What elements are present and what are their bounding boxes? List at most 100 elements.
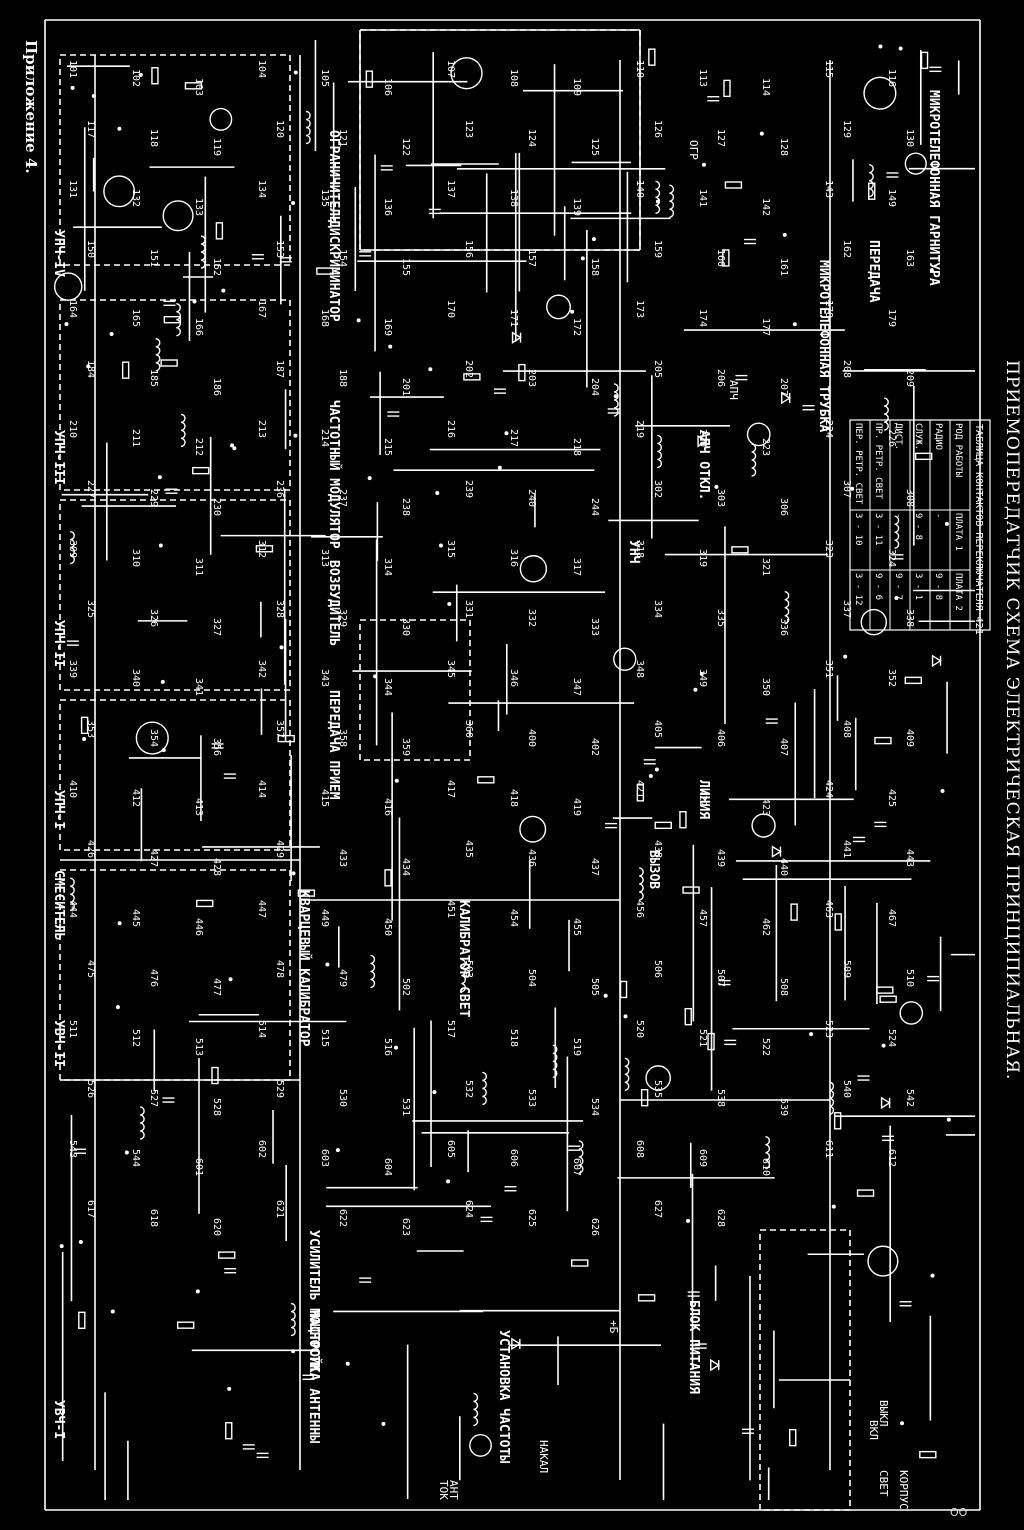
component-ref: 122 <box>400 138 411 156</box>
inductor-coil <box>657 434 662 469</box>
resistor <box>211 1066 219 1085</box>
resistor <box>176 1321 195 1329</box>
block-label-upch2: УПЧ-II <box>51 620 66 667</box>
block-label-upch1: УПЧ-I <box>51 790 66 829</box>
component-ref: 543 <box>67 1140 78 1158</box>
junction-dot <box>115 1005 120 1010</box>
component-ref: 476 <box>148 969 159 987</box>
component-ref: 503 <box>463 960 474 978</box>
junction-dot <box>82 737 87 742</box>
component-ref: 318 <box>634 540 645 558</box>
component-ref: 337 <box>841 600 852 618</box>
label-nakal: НАКАЛ <box>537 1440 550 1473</box>
stage-boundary <box>59 869 291 1081</box>
component-ref: 166 <box>193 318 204 336</box>
component-ref: 340 <box>130 669 141 687</box>
component-ref: 339 <box>67 660 78 678</box>
component-ref: 360 <box>463 720 474 738</box>
resistor <box>78 1311 86 1330</box>
junction-dot <box>946 1117 951 1122</box>
component-ref: 102 <box>130 69 141 87</box>
component-ref: 312 <box>256 540 267 558</box>
component-ref: 427 <box>148 849 159 867</box>
junction-dot <box>809 1032 814 1037</box>
component-ref: 324 <box>886 549 897 567</box>
resistor <box>834 913 842 931</box>
stage-boundary <box>59 699 291 851</box>
component-ref: 323 <box>823 540 834 558</box>
component-ref: 421 <box>634 780 645 798</box>
component-ref: 508 <box>778 978 789 996</box>
component-ref: 415 <box>319 789 330 807</box>
junction-dot <box>894 595 899 600</box>
component-ref: 538 <box>715 1089 726 1107</box>
component-ref: 604 <box>382 1158 393 1176</box>
resistor <box>679 811 687 829</box>
component-ref: 119 <box>211 138 222 156</box>
resistor <box>571 1259 589 1267</box>
junction-dot <box>70 85 75 90</box>
component-ref: 212 <box>193 438 204 456</box>
component-ref: 244 <box>589 498 600 516</box>
component-ref: 602 <box>256 1140 267 1158</box>
component-ref: 417 <box>445 780 456 798</box>
table-cell: 3 - 10 <box>853 513 863 546</box>
inductor-coil <box>639 867 644 901</box>
junction-dot <box>356 318 361 323</box>
component-ref: 218 <box>571 438 582 456</box>
component-ref: 226 <box>886 429 897 447</box>
component-ref: 343 <box>319 669 330 687</box>
junction-dot <box>227 1386 232 1391</box>
junction-dot <box>929 268 934 273</box>
junction-dot <box>381 1421 386 1426</box>
component-ref: 314 <box>382 558 393 576</box>
component-ref: 114 <box>760 78 771 96</box>
component-ref: 185 <box>148 369 159 387</box>
junction-dot <box>831 1204 836 1209</box>
label-vkl: ВКЛ <box>867 1420 880 1440</box>
junction-dot <box>944 521 949 526</box>
junction-dot <box>293 70 298 75</box>
component-ref: 449 <box>319 909 330 927</box>
inductor-coil <box>655 180 661 214</box>
component-ref: 132 <box>130 189 141 207</box>
junction-dot <box>759 131 764 136</box>
block-label-pa: УСИЛИТЕЛЬ МОЩНОСТИ <box>306 1230 321 1371</box>
junction-dot <box>228 977 233 982</box>
component-ref: 133 <box>193 198 204 216</box>
component-ref: 530 <box>337 1089 348 1107</box>
block-label-upch4: УПЧ-IV <box>51 230 66 277</box>
component-ref: 345 <box>445 660 456 678</box>
component-ref: 463 <box>823 900 834 918</box>
component-ref: 140 <box>634 180 645 198</box>
component-ref: 505 <box>589 978 600 996</box>
component-ref: 316 <box>508 549 519 567</box>
component-ref: 154 <box>337 249 348 267</box>
block-label-txrx: ПЕРЕДАЧА ПРИЕМ <box>326 690 341 800</box>
component-ref: 409 <box>904 729 915 747</box>
junction-dot <box>161 748 166 753</box>
resistor <box>151 67 159 85</box>
component-ref: 455 <box>571 918 582 936</box>
inductor-coil <box>669 184 675 218</box>
component-ref: 168 <box>319 309 330 327</box>
resistor <box>684 1007 692 1026</box>
component-ref: 504 <box>526 969 537 987</box>
component-ref: 110 <box>634 60 645 78</box>
component-ref: 237 <box>337 489 348 507</box>
stage-boundary <box>359 29 641 251</box>
block-label-freqset: УСТАНОВКА ЧАСТОТЫ <box>496 1330 511 1463</box>
component-ref: 510 <box>904 969 915 987</box>
junction-dot <box>782 232 787 237</box>
component-ref: 220 <box>697 429 708 447</box>
table-frame <box>849 419 991 631</box>
component-ref: 618 <box>148 1209 159 1227</box>
component-ref: 358 <box>337 729 348 747</box>
diode <box>710 1358 721 1372</box>
diode <box>931 654 942 668</box>
inductor-coil <box>139 1106 145 1140</box>
component-ref: 444 <box>67 900 78 918</box>
component-ref: 161 <box>778 258 789 276</box>
component-ref: 313 <box>319 549 330 567</box>
